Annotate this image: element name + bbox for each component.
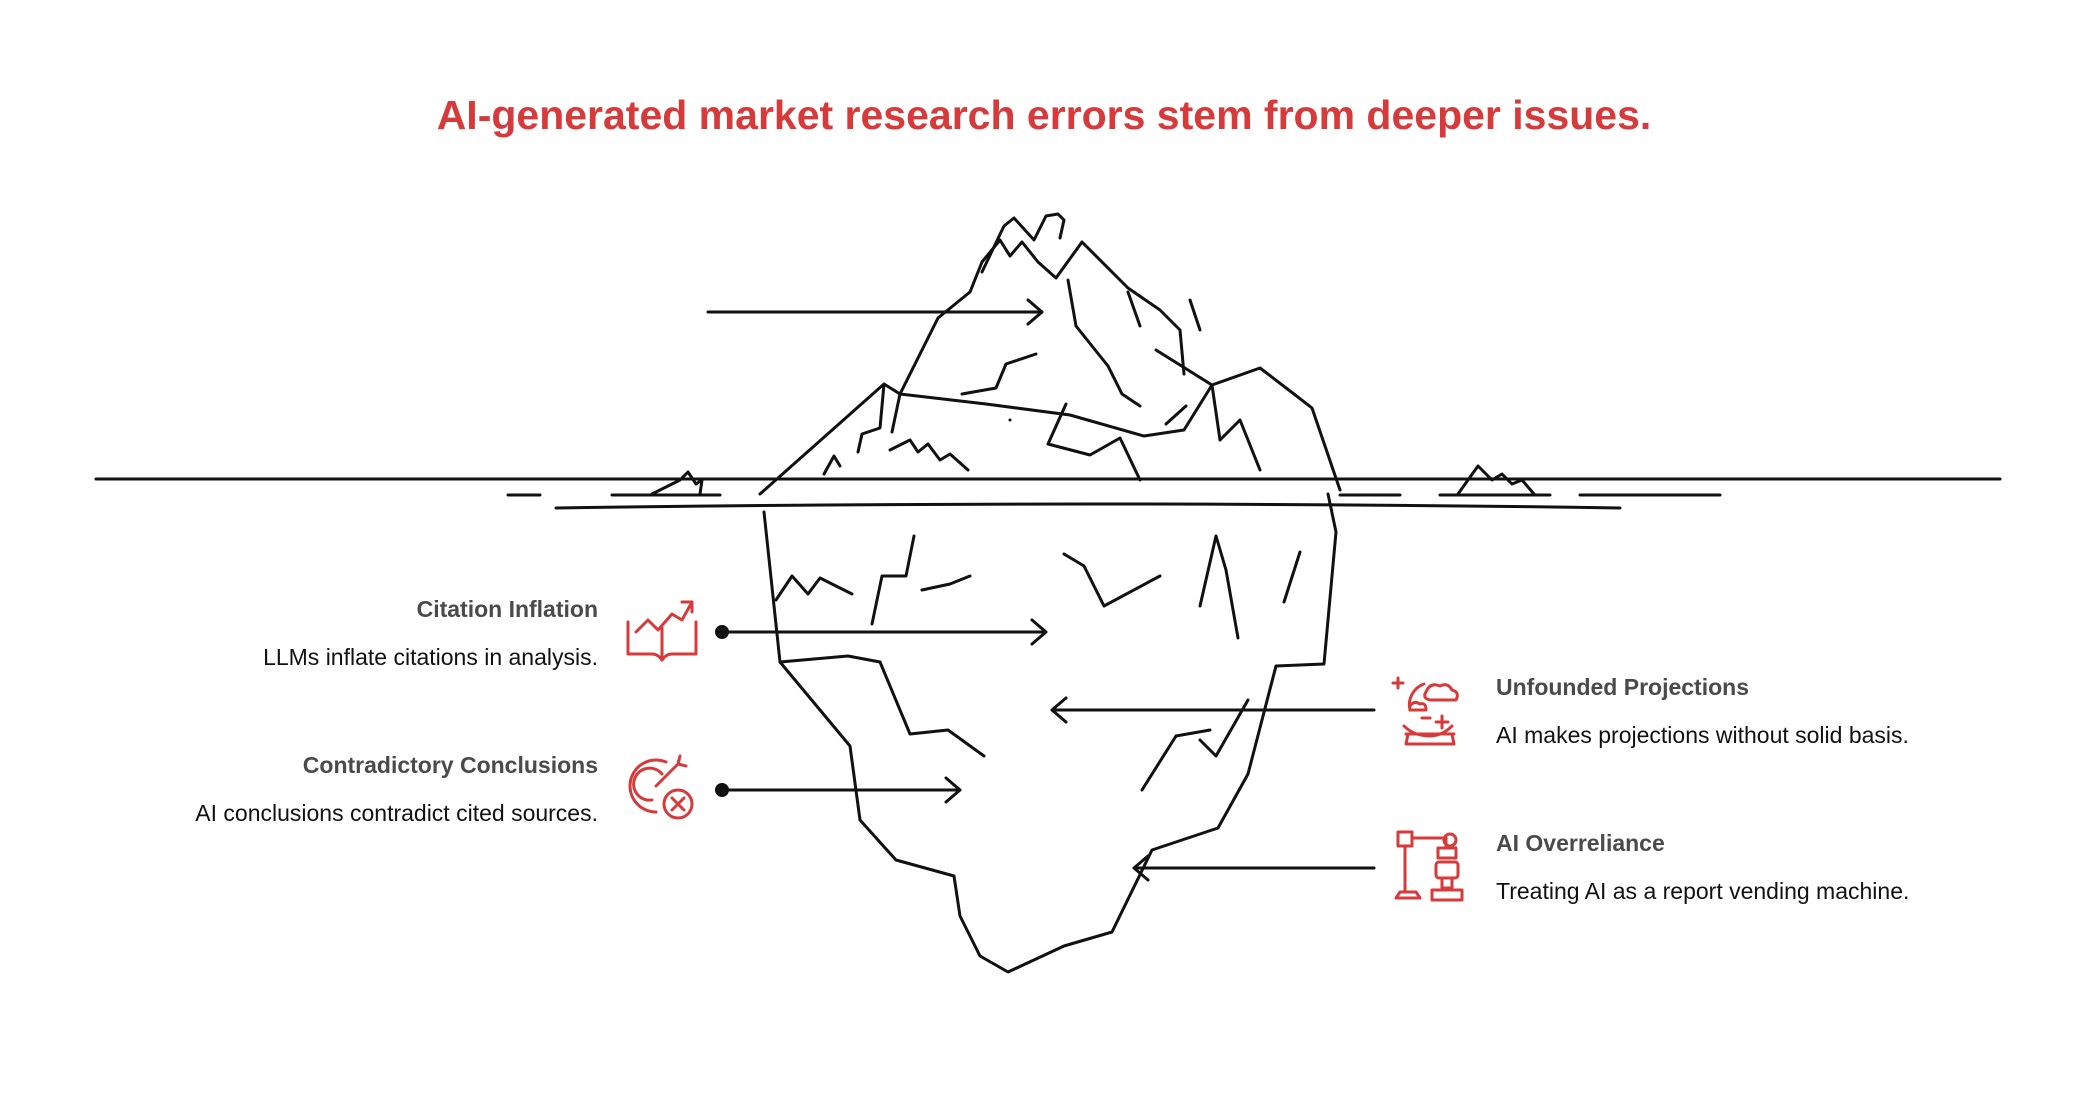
item-title: Contradictory Conclusions — [302, 752, 598, 778]
iceberg-inner-4 — [1210, 383, 1262, 472]
iceberg-inner-8 — [822, 454, 842, 476]
item-title: Citation Inflation — [416, 596, 598, 622]
underwater-crack-3 — [920, 574, 972, 592]
item-unfounded-projections: Unfounded Projections AI makes projectio… — [1496, 672, 2056, 750]
item-description: Treating AI as a report vending machine. — [1496, 878, 1910, 904]
iceberg-inner-3 — [960, 352, 1038, 396]
underwater-crack-8 — [878, 660, 986, 758]
item-citation-inflation: Citation Inflation LLMs inflate citation… — [38, 594, 598, 672]
ice-floe-right — [1456, 464, 1536, 496]
arrow-contradictory-conclusions — [720, 776, 962, 804]
item-description: AI makes projections without solid basis… — [1496, 722, 1909, 748]
item-title: AI Overreliance — [1496, 830, 1665, 856]
iceberg-inner-1 — [980, 212, 1066, 274]
item-title: Unfounded Projections — [1496, 674, 1749, 700]
iceberg-underwater — [762, 492, 1338, 974]
underwater-crack-7 — [778, 654, 882, 664]
arrow-dot-citation — [715, 625, 729, 639]
arrow-dot-contradictory — [715, 783, 729, 797]
item-description: LLMs inflate citations in analysis. — [263, 644, 598, 670]
ice-floe-left — [650, 470, 704, 496]
underwater-crack-1 — [774, 574, 854, 602]
arrow-ai-overreliance — [1132, 854, 1376, 882]
underwater-crack-10 — [1140, 734, 1178, 792]
iceberg-inner-2 — [1066, 278, 1142, 408]
iceberg-peak — [898, 238, 1214, 396]
arrow-unfounded-projections — [1050, 696, 1376, 724]
page-title: AI-generated market research errors stem… — [436, 92, 1652, 138]
water-line-lower — [554, 502, 1622, 510]
iceberg-inner-7 — [888, 438, 970, 472]
underwater-crack-9 — [1198, 698, 1250, 758]
iceberg-inner-6 — [1164, 404, 1188, 426]
iceberg-tip — [758, 366, 1342, 496]
book-growth-icon — [626, 600, 698, 662]
underwater-crack-6 — [1282, 550, 1302, 604]
arrow-surface — [706, 298, 1044, 326]
underwater-crack-11 — [1174, 728, 1212, 738]
item-contradictory-conclusions: Contradictory Conclusions AI conclusions… — [38, 750, 598, 828]
underwater-crack-5 — [1198, 534, 1240, 640]
arrow-citation-inflation — [720, 618, 1048, 646]
crystal-ball-icon — [1391, 676, 1459, 746]
iceberg-inner-5 — [1046, 402, 1142, 482]
target-error-icon — [628, 754, 694, 820]
robot-arm-icon — [1394, 830, 1464, 902]
item-ai-overreliance: AI Overreliance Treating AI as a report … — [1496, 828, 2056, 906]
underwater-crack-2 — [870, 534, 916, 626]
underwater-crack-4 — [1062, 552, 1162, 608]
item-description: AI conclusions contradict cited sources. — [195, 800, 598, 826]
